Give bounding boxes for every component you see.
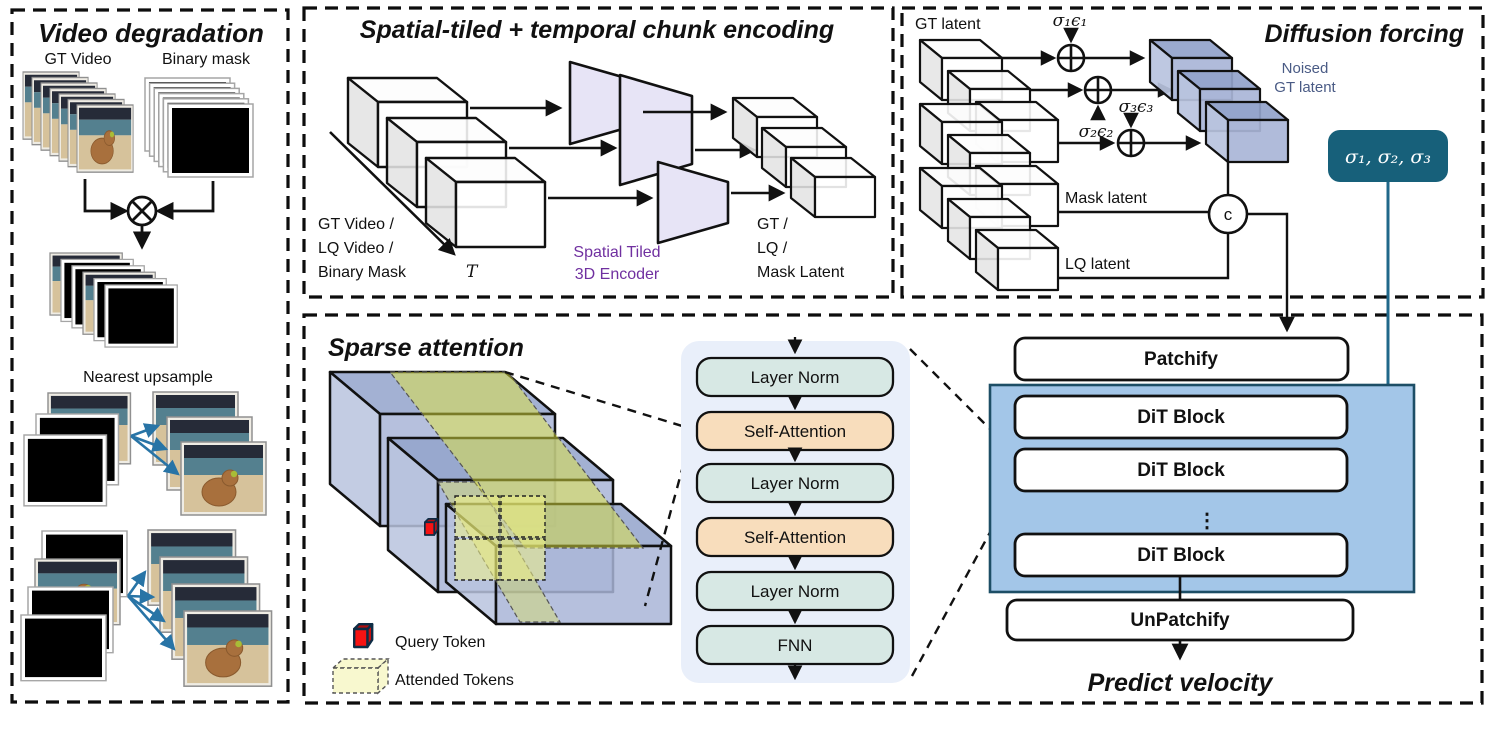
dit-ellipsis: ⋮ [1197, 510, 1217, 532]
svg-text:UnPatchify: UnPatchify [1130, 610, 1230, 631]
gt-latent-label: GT latent [915, 16, 981, 33]
gt-video-stack [22, 71, 134, 173]
attended-token-cells [454, 495, 546, 581]
sparse-attention-title: Sparse attention [328, 334, 524, 362]
time-axis-label: T [466, 262, 479, 282]
sum-icon-3 [1116, 128, 1146, 158]
dit-block-3: DiT Block [1013, 532, 1349, 578]
multiply-icon [126, 195, 158, 227]
dit-block-2: DiT Block [1013, 447, 1349, 493]
svg-text:LQ /: LQ / [757, 240, 788, 257]
concat-wires [1059, 162, 1295, 333]
nearest-upsample-label: Nearest upsample [83, 369, 213, 386]
svg-text:LQ Video /: LQ Video / [318, 240, 394, 257]
svg-text:GT latent: GT latent [1274, 79, 1336, 96]
dit-block-1: DiT Block [1013, 394, 1349, 440]
encoder-name-label: Spatial Tiled 3D Encoder [573, 244, 660, 283]
svg-text:DiT Block: DiT Block [1137, 407, 1225, 428]
attention-stack-labels: Layer Norm Self-Attention Layer Norm Sel… [744, 368, 846, 655]
svg-text:Mask Latent: Mask Latent [757, 264, 845, 281]
svg-text:Layer Norm: Layer Norm [751, 474, 840, 493]
video-degradation-title: Video degradation [38, 18, 264, 48]
diffusion-forcing-title: Diffusion forcing [1264, 20, 1464, 48]
diffusion-forcing-panel-border [900, 6, 1485, 299]
gt-video-label: GT Video [44, 51, 111, 68]
noise-term-3: σ₃ϵ₃ [1119, 97, 1154, 117]
predict-velocity-label: Predict velocity [1088, 669, 1274, 697]
latent-chunk-cubes [731, 96, 877, 219]
masked-video-stack [49, 252, 178, 348]
upsample-input-stack-2 [20, 530, 128, 682]
svg-text:σ₁, σ₂, σ₃: σ₁, σ₂, σ₃ [1345, 146, 1431, 168]
mask-latent-label: Mask latent [1065, 190, 1147, 207]
query-token-label: Query Token [395, 634, 485, 651]
attended-token-icon [331, 657, 390, 695]
time-axis-arrow [329, 131, 456, 256]
attention-stack-blocks [695, 356, 895, 666]
encoding-panel-border [302, 6, 895, 299]
encoder-trapezoids [568, 60, 730, 245]
upsample-arrows-2 [126, 570, 176, 651]
query-token-icon [353, 623, 374, 649]
svg-text:DiT Block: DiT Block [1137, 460, 1225, 481]
unpatchify-box: UnPatchify [1005, 598, 1355, 642]
svg-text:Patchify: Patchify [1144, 349, 1218, 370]
noise-term-1: σ₁ϵ₁ [1053, 11, 1088, 31]
svg-text:3D Encoder: 3D Encoder [575, 266, 660, 283]
concat-icon: c [1207, 193, 1249, 235]
svg-text:Spatial Tiled: Spatial Tiled [573, 244, 660, 261]
query-token-marker [424, 517, 439, 536]
encoding-title: Spatial-tiled + temporal chunk encoding [360, 16, 834, 44]
svg-text:Binary Mask: Binary Mask [318, 264, 407, 281]
svg-text:Self-Attention: Self-Attention [744, 528, 846, 547]
svg-text:FNN: FNN [778, 636, 813, 655]
sparse-attention-panel-border [302, 313, 1484, 705]
patchify-box: Patchify [1013, 336, 1350, 382]
lq-latent-label: LQ latent [1065, 256, 1130, 273]
gt-to-multiply-arrow [83, 179, 129, 221]
encoder-to-latent-arrows [643, 103, 786, 202]
svg-text:GT /: GT / [757, 216, 788, 233]
binary-mask-stack [144, 77, 254, 178]
encoder-input-label: GT Video / LQ Video / Binary Mask [318, 216, 407, 281]
sum-icon-1 [1056, 43, 1086, 73]
binary-mask-label: Binary mask [162, 51, 251, 68]
video-degradation-panel-border [10, 8, 290, 704]
sigma-box: σ₁, σ₂, σ₃ [1328, 130, 1448, 182]
upsample-output-stack-2 [147, 529, 273, 687]
cube-to-encoder-arrows [470, 99, 654, 207]
noise-term-2: σ₂ϵ₂ [1079, 122, 1114, 142]
noised-gt-latent-label: Noised GT latent [1274, 60, 1336, 96]
svg-text:GT Video /: GT Video / [318, 216, 394, 233]
svg-text:Layer Norm: Layer Norm [751, 582, 840, 601]
legend: Query Token Attended Tokens [331, 623, 514, 695]
encoder-output-label: GT / LQ / Mask Latent [757, 216, 845, 281]
upsample-output-stack-1 [152, 391, 267, 516]
mask-to-multiply-arrow [155, 181, 215, 221]
svg-text:Self-Attention: Self-Attention [744, 422, 846, 441]
svg-text:Noised: Noised [1282, 60, 1329, 77]
svg-text:DiT Block: DiT Block [1137, 545, 1225, 566]
svg-text:c: c [1224, 205, 1233, 224]
sum-icon-2 [1083, 75, 1113, 105]
svg-text:Layer Norm: Layer Norm [751, 368, 840, 387]
upsample-arrows-1 [130, 423, 180, 476]
attended-tokens-label: Attended Tokens [395, 672, 514, 689]
upsample-input-stack-1 [23, 392, 132, 507]
